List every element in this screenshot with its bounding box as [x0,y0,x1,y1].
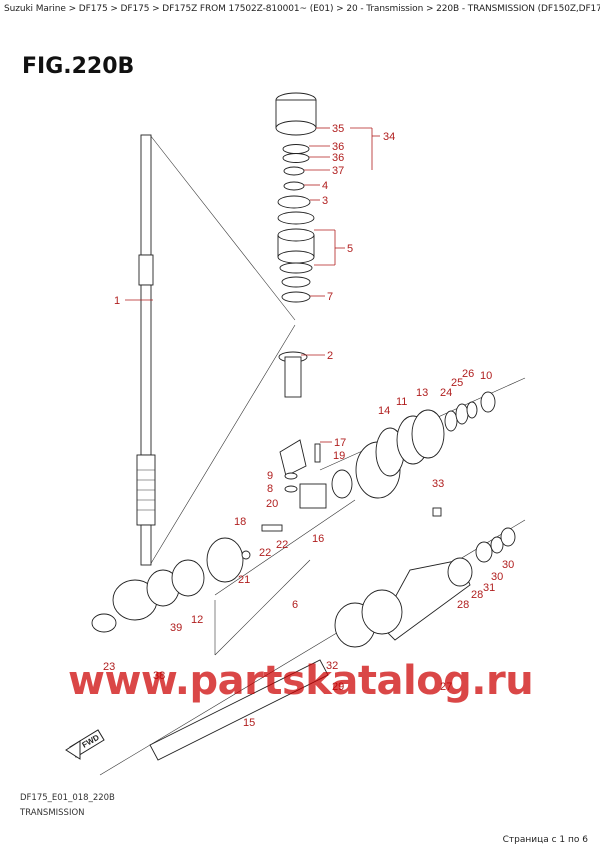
callout-4: 4 [322,180,328,192]
callout-2: 2 [327,350,333,362]
callout-33: 33 [432,478,444,490]
pager[interactable]: Страница с 1 по 6 [502,835,588,845]
callout-32: 32 [326,660,338,672]
callout-3: 3 [322,195,328,207]
callout-9: 9 [267,470,273,482]
callout-15: 15 [243,717,255,729]
lower-gear-group [91,507,442,633]
breadcrumb[interactable]: Suzuki Marine > DF175 > DF175 > DF175Z F… [4,4,600,14]
callout-14: 14 [378,405,390,417]
callout-36: 36 [332,141,344,153]
callout-20: 20 [266,498,278,510]
callout-18: 18 [234,516,246,528]
callout-23: 23 [103,661,115,673]
callout-35: 35 [332,123,344,135]
propeller-shaft-housing [149,527,516,761]
callout-12: 12 [191,614,203,626]
watermark: www.partskatalog.ru [68,658,534,704]
callout-8: 8 [267,483,273,495]
callout-30: 30 [491,571,503,583]
callout-30: 30 [502,559,514,571]
top-stack [275,92,317,303]
drive-shaft [136,134,156,566]
callout-lines [125,127,380,443]
callout-27: 27 [440,681,452,693]
callout-34: 34 [383,131,395,143]
callout-37: 37 [332,165,344,177]
callout-22: 22 [276,539,288,551]
callout-22: 22 [259,547,271,559]
figure-title: FIG.220B [22,54,135,79]
callout-5: 5 [347,243,353,255]
callout-13: 13 [416,387,428,399]
sleeve-2 [278,351,308,398]
callout-11: 11 [396,396,407,408]
callout-6: 6 [292,599,298,611]
callout-25: 25 [451,377,463,389]
callout-31: 31 [483,582,495,594]
callout-26: 26 [462,368,474,380]
callout-1: 1 [114,295,120,307]
callout-39: 39 [170,622,182,634]
callout-29: 29 [332,681,344,693]
footer-name: TRANSMISSION [20,808,85,818]
fwd-arrow-icon: FWD [65,729,105,760]
callout-38: 38 [153,670,165,682]
callout-28: 28 [471,589,483,601]
callout-16: 16 [312,533,324,545]
callout-21: 21 [238,574,250,586]
callout-10: 10 [480,370,492,382]
callout-17: 17 [334,437,346,449]
callouts: 35 34 36 36 37 4 3 5 7 1 2 26 10 25 13 2… [103,123,514,729]
callout-36: 36 [332,152,344,164]
callout-24: 24 [440,387,452,399]
footer-code: DF175_E01_018_220B [20,793,115,803]
pinion-gear-area [279,391,496,509]
callout-28: 28 [457,599,469,611]
callout-19: 19 [333,450,345,462]
callout-7: 7 [327,291,333,303]
